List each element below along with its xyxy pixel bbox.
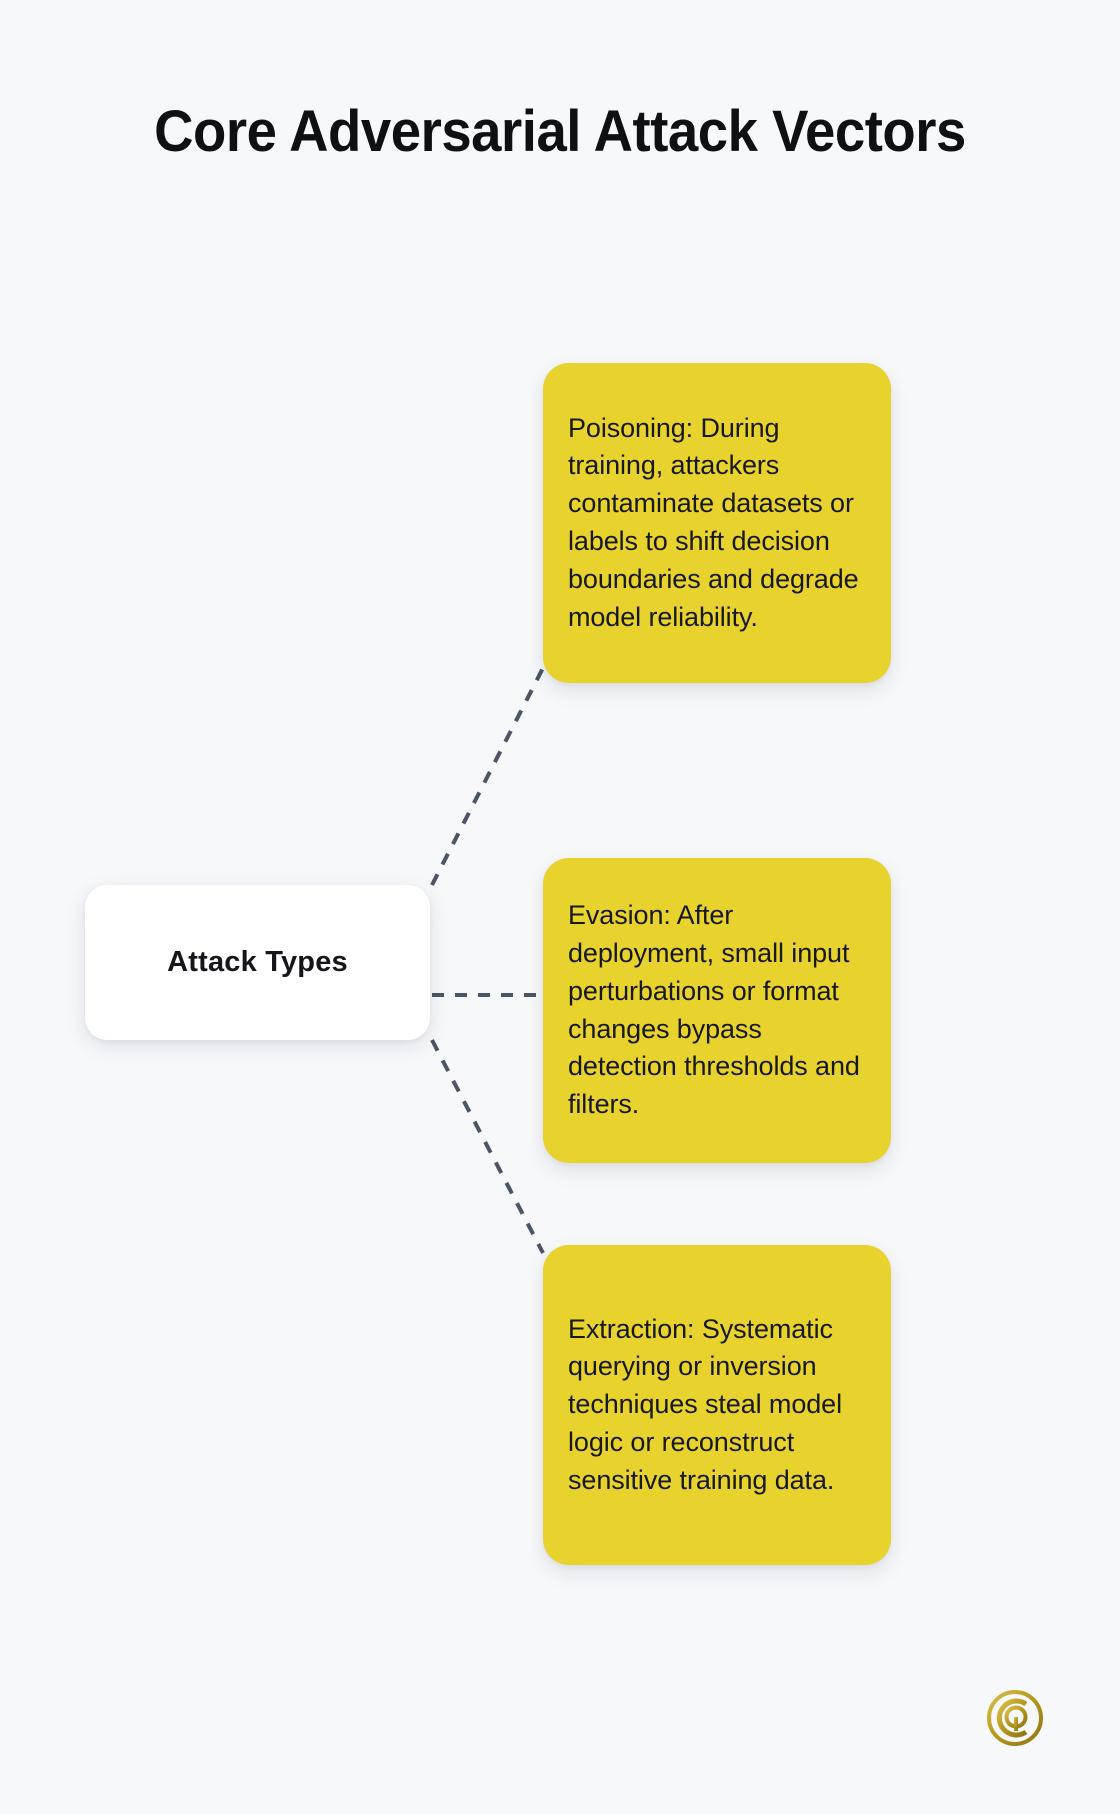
cq-monogram-logo <box>987 1690 1043 1746</box>
page-title: Core Adversarial Attack Vectors <box>154 99 966 164</box>
connector-to-poisoning <box>430 667 545 886</box>
connector-to-extraction <box>430 1039 545 1254</box>
branch-card-evasion-label: Evasion: After deployment, small input p… <box>568 900 860 1120</box>
center-node[interactable]: Attack Types <box>85 885 430 1040</box>
branch-card-poisoning-label: Poisoning: During training, attackers co… <box>568 412 859 632</box>
center-node-label: Attack Types <box>167 946 348 978</box>
branch-card-poisoning[interactable]: Poisoning: During training, attackers co… <box>543 363 891 683</box>
branch-card-extraction[interactable]: Extraction: Systematic querying or inver… <box>543 1245 891 1565</box>
branch-card-evasion[interactable]: Evasion: After deployment, small input p… <box>543 858 891 1163</box>
branch-card-extraction-label: Extraction: Systematic querying or inver… <box>568 1313 842 1495</box>
